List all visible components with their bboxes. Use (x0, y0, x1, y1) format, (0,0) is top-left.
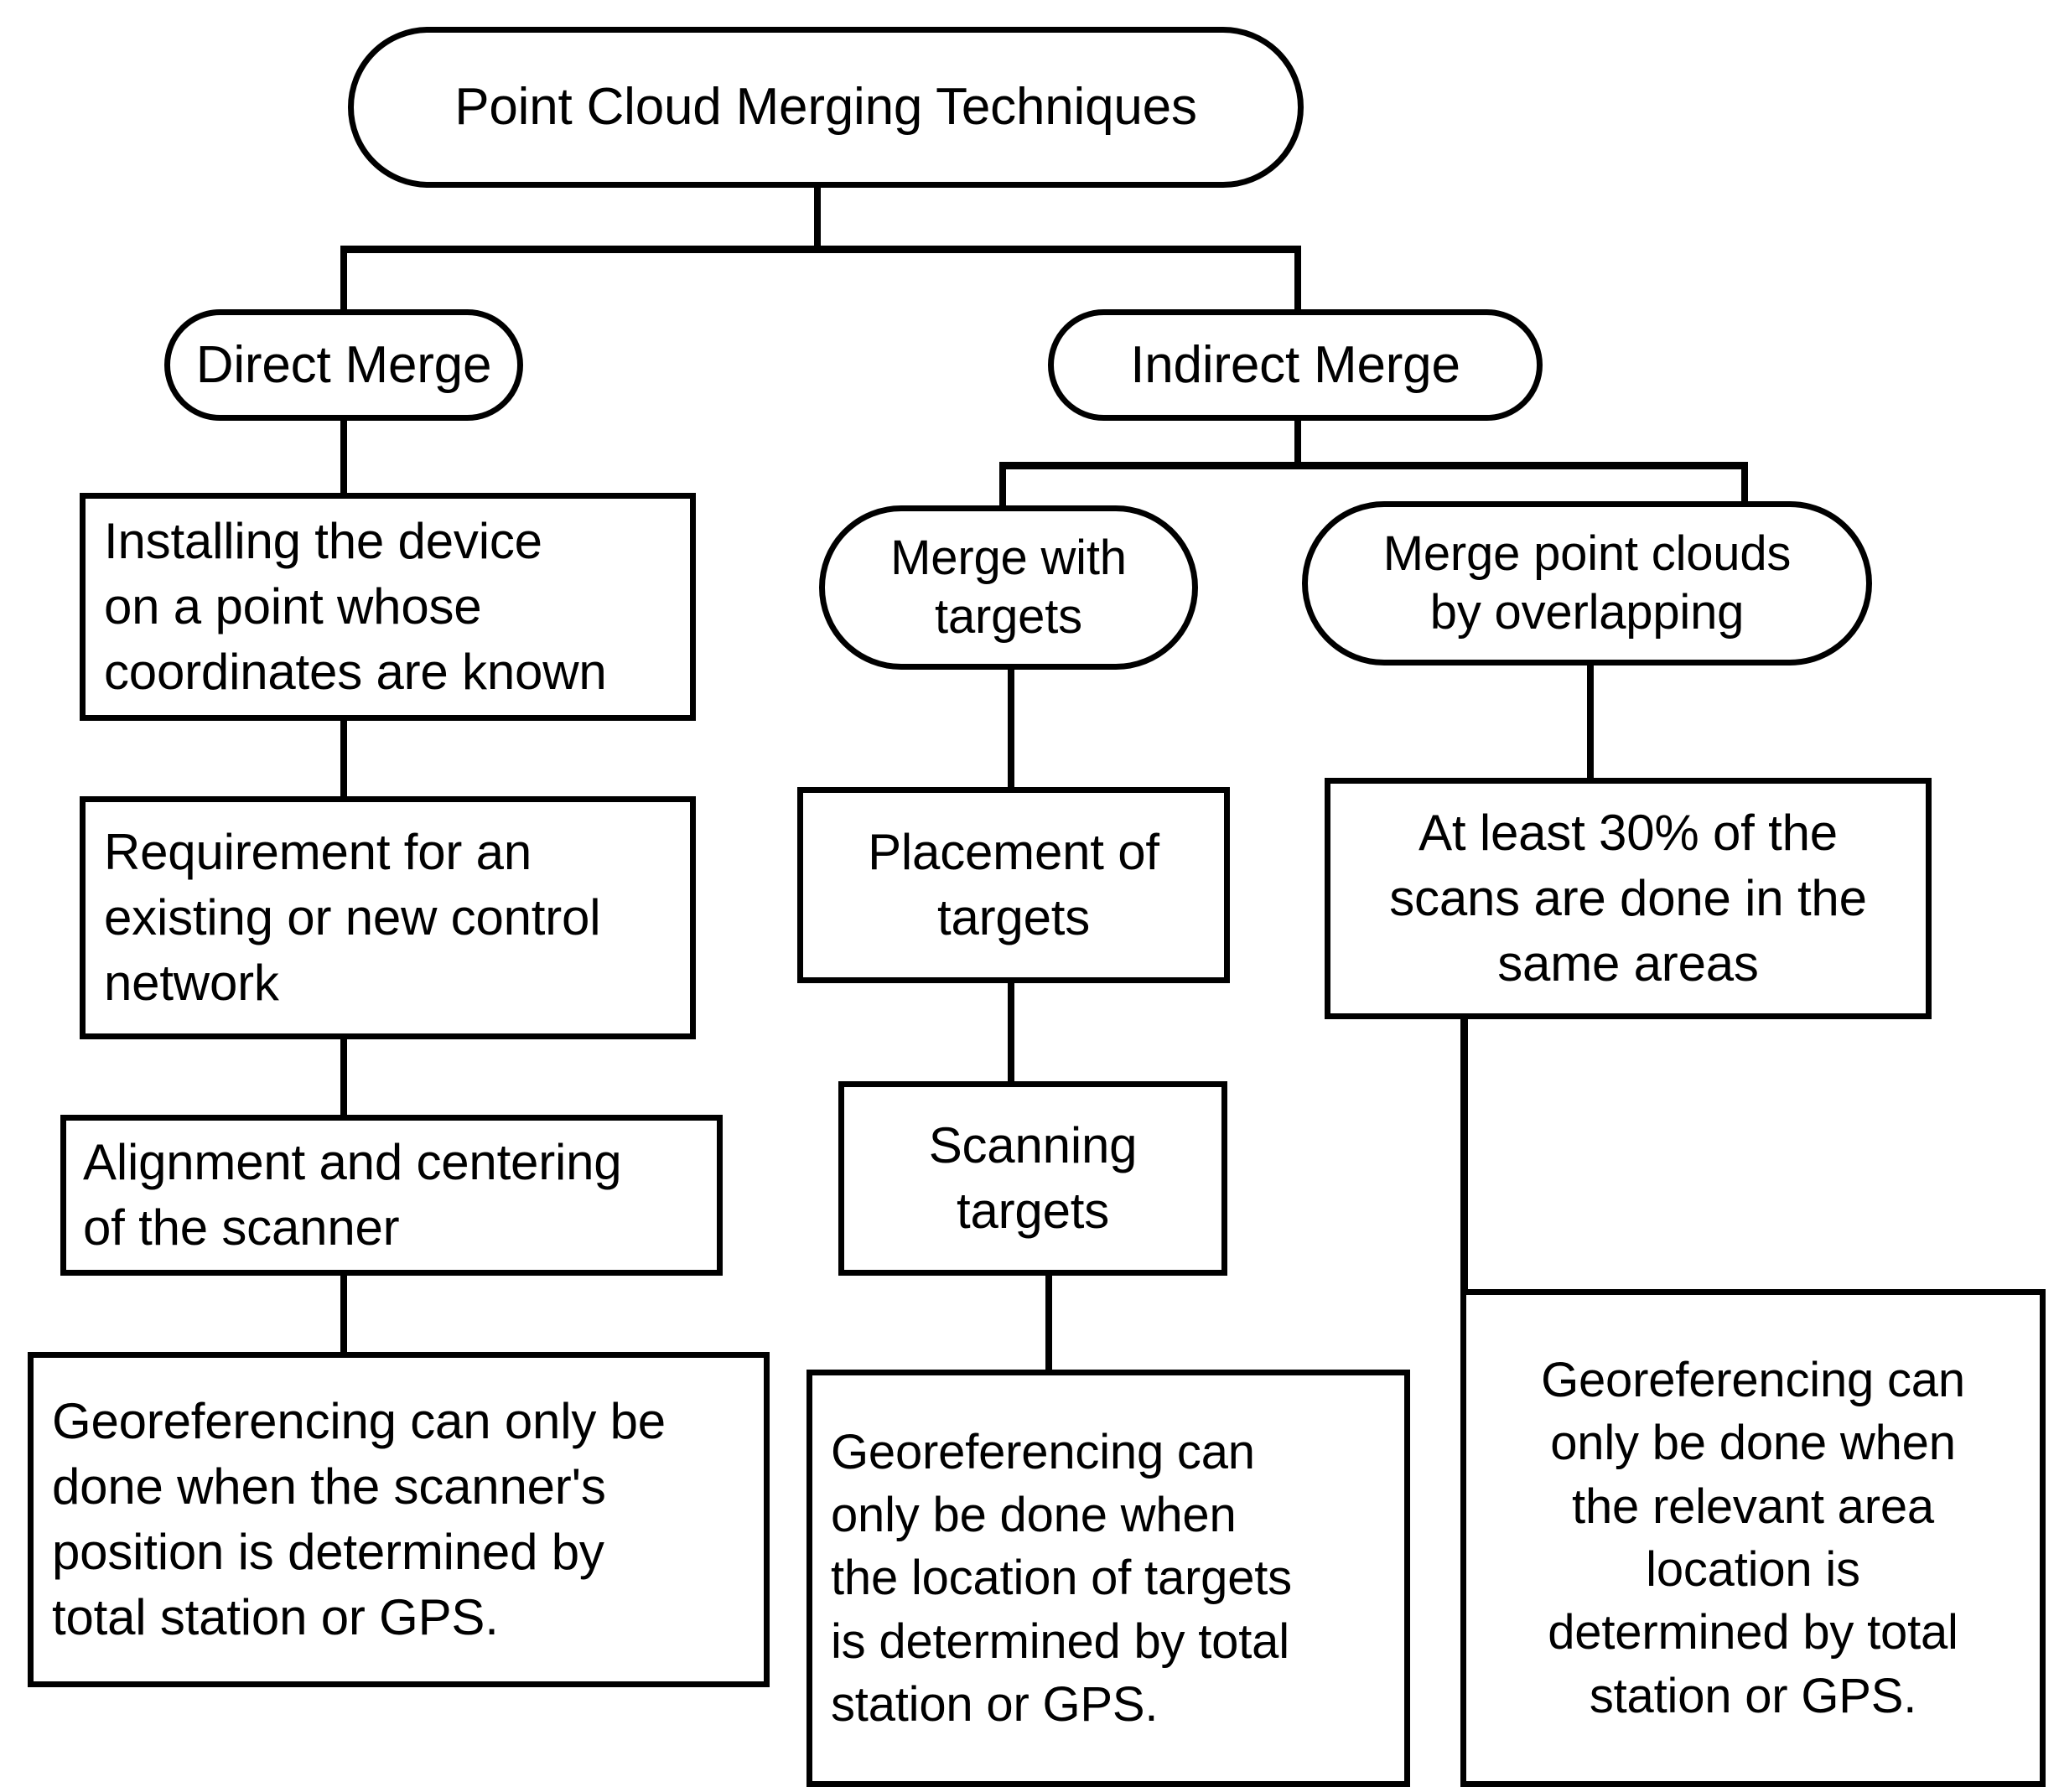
node-at-least-30-percent[interactable]: At least 30% of the scans are done in th… (1325, 778, 1932, 1019)
node-scanning-targets[interactable]: Scanning targets (838, 1081, 1227, 1276)
edge-direct-to-box1 (340, 417, 347, 493)
node-scanning-targets-label: Scanning targets (928, 1117, 1138, 1239)
node-direct-merge[interactable]: Direct Merge (164, 309, 523, 421)
node-root[interactable]: Point Cloud Merging Techniques (348, 27, 1304, 188)
edge-root-stem (814, 183, 821, 250)
node-alignment-centering[interactable]: Alignment and centering of the scanner (60, 1115, 723, 1276)
edge-scanning-to-geo (1045, 1276, 1052, 1372)
node-installing-device-label: Installing the device on a point whose c… (104, 513, 607, 700)
node-geo-target-location[interactable]: Georeferencing can only be done when the… (806, 1370, 1410, 1787)
edge-box3-to-box4 (340, 1272, 347, 1356)
edge-targets-to-placement (1008, 666, 1014, 792)
node-geo-relevant-area-label: Georeferencing can only be done when the… (1541, 1352, 1965, 1723)
node-merge-overlapping[interactable]: Merge point clouds by overlapping (1302, 501, 1872, 666)
edge-overlap-to-scans (1587, 662, 1594, 790)
node-placement-of-targets-label: Placement of targets (868, 824, 1159, 945)
edge-scans-to-geo (1460, 1018, 1468, 1295)
edge-root-to-direct (340, 246, 347, 311)
node-control-network[interactable]: Requirement for an existing or new contr… (80, 796, 696, 1039)
edge-indirect-stem (1294, 417, 1301, 466)
edge-indirect-to-overlap (1741, 462, 1748, 510)
edge-indirect-to-targets (999, 462, 1006, 510)
node-geo-target-location-label: Georeferencing can only be done when the… (831, 1424, 1292, 1732)
node-merge-overlapping-label: Merge point clouds by overlapping (1382, 526, 1792, 640)
edge-root-to-indirect (1294, 246, 1301, 311)
node-placement-of-targets[interactable]: Placement of targets (797, 787, 1230, 983)
edge-indirect-bus (999, 462, 1748, 469)
node-root-label: Point Cloud Merging Techniques (454, 78, 1197, 137)
node-installing-device[interactable]: Installing the device on a point whose c… (80, 493, 696, 721)
node-indirect-merge-label: Indirect Merge (1130, 335, 1460, 394)
edge-root-bus (340, 246, 1301, 253)
node-alignment-centering-label: Alignment and centering of the scanner (83, 1134, 622, 1256)
node-control-network-label: Requirement for an existing or new contr… (104, 824, 601, 1011)
node-direct-merge-label: Direct Merge (195, 335, 492, 394)
node-merge-with-targets[interactable]: Merge with targets (819, 505, 1198, 670)
edge-box1-to-box2 (340, 717, 347, 800)
node-geo-scanner-position-label: Georeferencing can only be done when the… (52, 1393, 666, 1645)
edge-box2-to-box3 (340, 1035, 347, 1119)
node-at-least-30-percent-label: At least 30% of the scans are done in th… (1389, 805, 1867, 992)
node-geo-scanner-position[interactable]: Georeferencing can only be done when the… (28, 1352, 770, 1687)
node-indirect-merge[interactable]: Indirect Merge (1048, 309, 1543, 421)
edge-placement-to-scanning (1008, 982, 1014, 1085)
node-merge-with-targets-label: Merge with targets (890, 531, 1127, 644)
node-geo-relevant-area[interactable]: Georeferencing can only be done when the… (1460, 1289, 2046, 1787)
